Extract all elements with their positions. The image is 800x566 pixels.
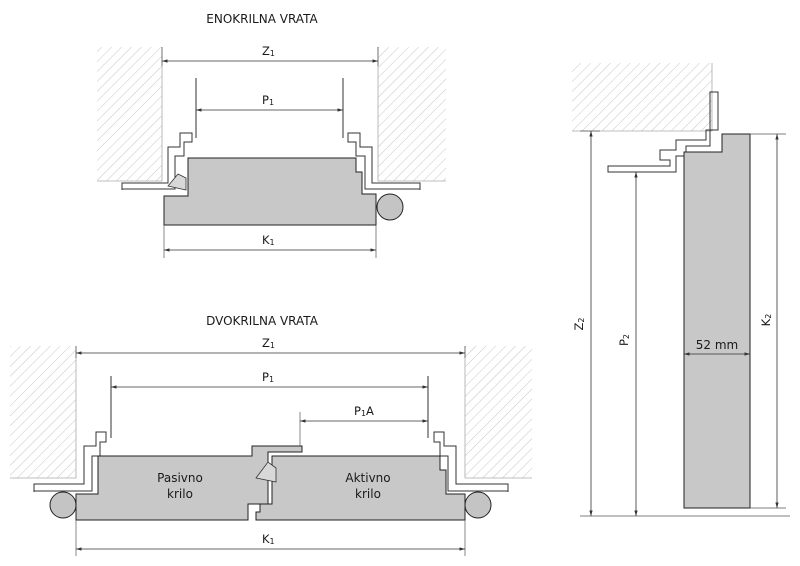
seal-center — [255, 461, 277, 483]
dim-label-z1-double: Z1 — [262, 336, 275, 350]
lintel-wall — [572, 63, 712, 131]
frame-profile-right — [347, 132, 421, 190]
dim-label-k1-single: K1 — [262, 233, 275, 247]
active-leaf-label-2: krilo — [355, 487, 381, 501]
frame-profile-right-double — [433, 431, 509, 492]
door-leaf-section — [683, 133, 751, 509]
hinge-right-double — [464, 491, 492, 519]
wall-right — [378, 47, 446, 181]
dim-label-z1-single: Z1 — [262, 44, 275, 58]
wall-right-double — [465, 346, 532, 478]
door-section-view: Z2 P2 K2 52 mm — [572, 63, 790, 517]
dim-label-thickness: 52 mm — [696, 338, 738, 352]
passive-leaf-label-2: krilo — [167, 487, 193, 501]
active-leaf-label-1: Aktivno — [345, 471, 390, 485]
door-leaf-single — [163, 157, 377, 226]
dim-label-k1-double: K1 — [262, 532, 275, 546]
frame-profile-left-double — [33, 431, 107, 492]
hinge-left-double — [49, 491, 77, 519]
double-door-plan: DVOKRILNA VRATA Pasivno krilo Aktivno kr… — [10, 314, 532, 556]
double-door-title: DVOKRILNA VRATA — [206, 314, 319, 328]
frame-profile-left — [121, 132, 193, 190]
seal-single — [167, 173, 187, 191]
single-door-plan: ENOKRILNA VRATA Z1 P1 K1 — [97, 12, 446, 258]
wall-left-double — [10, 346, 76, 478]
dim-label-p1-double: P1 — [262, 370, 274, 384]
dim-label-k2: K2 — [759, 314, 773, 327]
single-door-title: ENOKRILNA VRATA — [206, 12, 318, 26]
dim-label-p2: P2 — [617, 334, 631, 346]
dim-label-p1-single: P1 — [262, 93, 274, 107]
dim-label-z2: Z2 — [572, 318, 586, 331]
wall-left — [97, 47, 162, 181]
hinge-single — [376, 193, 404, 221]
passive-leaf-label-1: Pasivno — [157, 471, 203, 485]
dim-label-p1a: P1A — [354, 404, 374, 418]
